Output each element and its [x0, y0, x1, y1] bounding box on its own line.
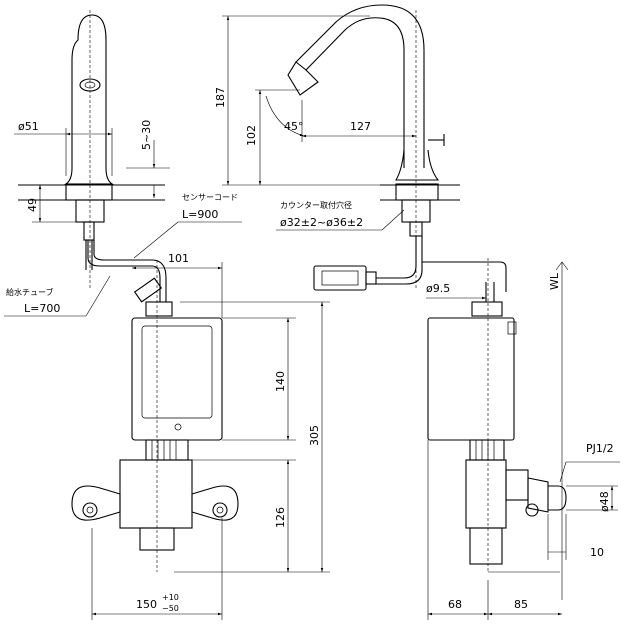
side-view-faucet — [287, 4, 460, 290]
dim-deck-height: 49 — [26, 198, 39, 212]
dim-width-main: 150 — [136, 598, 157, 611]
dim-box-width: 101 — [168, 252, 189, 265]
dim-tol-plus: +10 — [162, 593, 179, 602]
control-box-dimensions: 101 140 305 126 150 +10 −50 — [91, 252, 330, 620]
label-pj: PJ1/2 — [586, 442, 614, 455]
cord-labels: センサーコード L=900 カウンター取付穴径 ø32±2~ø36±2 給水チュ… — [4, 193, 405, 317]
control-box-front — [71, 240, 239, 572]
front-view-dimensions: ø51 5~30 49 — [14, 120, 170, 223]
dim-reach: 127 — [350, 120, 371, 133]
dim-spout-width: ø51 — [18, 120, 39, 133]
dim-valve-height: 126 — [274, 507, 287, 528]
label-wl: WL — [548, 272, 561, 290]
label-sensor-length: L=900 — [182, 208, 218, 221]
dim-gap: 5~30 — [140, 120, 153, 150]
dim-tol-minus: −50 — [162, 604, 179, 613]
side-view-dimensions: 187 102 45° 127 — [214, 15, 416, 186]
side-box-dimensions: ø9.5 WL PJ1/2 ø48 10 68 85 — [426, 261, 620, 620]
dim-spout-height: 102 — [245, 125, 258, 146]
label-counter-dia: ø32±2~ø36±2 — [280, 216, 363, 229]
dim-total-height: 187 — [214, 87, 227, 108]
dim-pj-dia: ø48 — [598, 491, 611, 512]
dim-spout-angle: 45° — [284, 120, 304, 133]
control-box-side — [313, 236, 567, 573]
dim-depth-b: 85 — [514, 598, 528, 611]
dim-box-height: 140 — [274, 371, 287, 392]
dim-depth-a: 68 — [448, 598, 462, 611]
dim-pj-offset: 10 — [590, 546, 604, 559]
label-counter-hole: カウンター取付穴径 — [280, 200, 352, 210]
label-supply-tube: 給水チューブ — [6, 287, 54, 297]
front-view-faucet — [18, 10, 165, 290]
dim-pipe-dia: ø9.5 — [426, 282, 450, 295]
label-sensor-cord: センサーコード — [182, 193, 238, 202]
label-supply-length: L=700 — [24, 302, 60, 315]
dim-overall-height: 305 — [308, 425, 321, 446]
